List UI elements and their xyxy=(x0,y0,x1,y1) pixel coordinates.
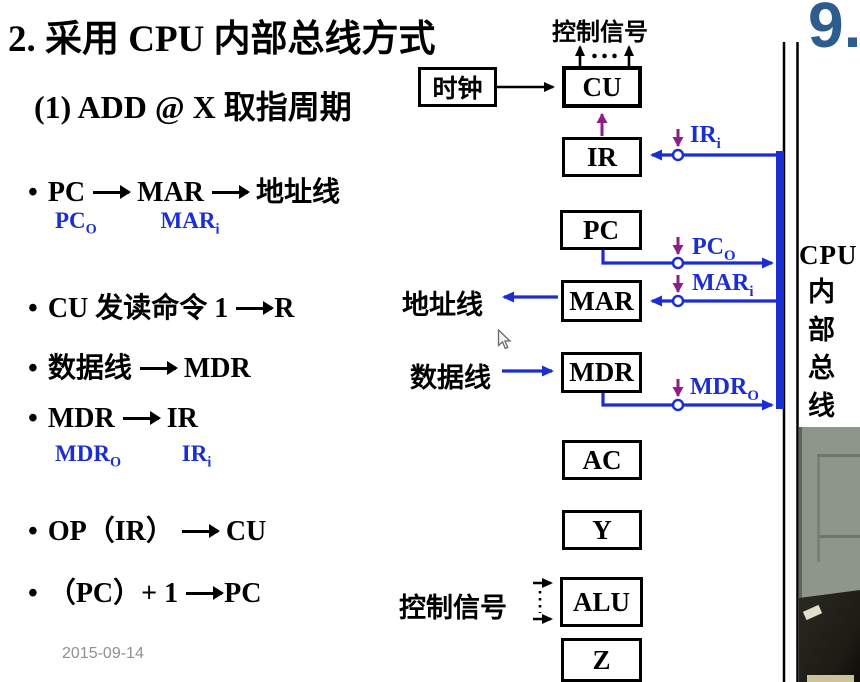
mar-box: MAR xyxy=(561,280,642,322)
cu-control-output-arrows xyxy=(575,45,634,66)
mdr-box: MDR xyxy=(561,352,642,393)
pane-separator xyxy=(782,42,799,682)
bus-gate-circles xyxy=(671,148,685,412)
cu-box: CU xyxy=(562,66,642,108)
desk-edge-strip xyxy=(807,675,854,682)
bullet-dot: • xyxy=(28,177,38,208)
z-box: Z xyxy=(561,638,642,682)
pc-to-bus-line xyxy=(601,250,774,269)
data-bus-label: 数据线 xyxy=(410,363,491,393)
next-slide-number: 9. xyxy=(808,0,860,61)
mouse-cursor xyxy=(497,329,512,350)
mdr-out-gate-label: MDRO xyxy=(690,374,759,404)
right-arrow-icon xyxy=(186,587,225,600)
ellipsis-label: ... xyxy=(591,34,621,65)
page-subtitle: (1) ADD @ X 取指周期 xyxy=(34,89,352,125)
ir-in-gate-label: IRi xyxy=(690,122,721,152)
slide-date: 2015-09-14 xyxy=(62,645,144,662)
right-arrow-icon xyxy=(122,412,161,425)
right-arrow-icon xyxy=(181,525,220,538)
right-arrow-icon xyxy=(236,302,275,315)
pc-box: PC xyxy=(560,210,642,250)
bus-caption-vertical: 内部总线 xyxy=(808,277,835,421)
right-arrow-icon xyxy=(139,362,178,375)
right-arrow-icon xyxy=(93,186,132,199)
clock-box: 时钟 xyxy=(418,67,497,107)
bullet-pc-to-mar-signals: PCO MARi xyxy=(28,208,219,239)
bus-caption-cpu: CPU xyxy=(799,240,858,270)
pc-out-gate-label: PCO xyxy=(692,234,736,264)
control-signal-top-label: 控制信号 xyxy=(552,20,648,46)
wall-edge xyxy=(799,427,802,682)
wall-panel-line xyxy=(817,454,820,562)
ir-box: IR xyxy=(562,137,642,177)
bullet-mdr-to-ir-signals: MDRO IRi xyxy=(28,441,211,472)
signal-mdr-out: MDRO xyxy=(55,441,122,471)
signal-ir-in: IRi xyxy=(181,441,212,471)
bullet-op-to-cu: •OP（IR）CU xyxy=(28,516,267,547)
ac-box: AC xyxy=(562,440,642,480)
signal-mar-in: MARi xyxy=(160,208,220,238)
alu-box: ALU xyxy=(560,577,643,627)
desk-surface xyxy=(799,590,860,682)
alu-control-input-arrows xyxy=(533,578,553,624)
mdr-to-bus-line xyxy=(601,393,774,411)
wall-panel-line xyxy=(817,454,860,457)
mar-in-gate-label: MARi xyxy=(692,270,754,300)
control-signal-bottom-label: 控制信号 xyxy=(399,593,507,623)
signal-pc-out: PCO xyxy=(55,208,97,238)
right-arrow-icon xyxy=(212,186,251,199)
address-bus-label: 地址线 xyxy=(402,290,483,320)
page-title: 2. 采用 CPU 内部总线方式 xyxy=(8,19,436,60)
y-box: Y xyxy=(562,510,642,550)
webcam-video-frame xyxy=(799,427,860,682)
wall-panel-line xyxy=(819,535,860,538)
